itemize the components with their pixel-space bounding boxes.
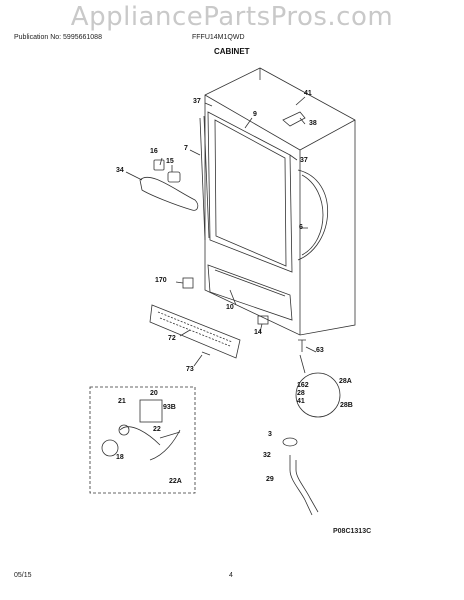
section-title: CABINET [214, 47, 250, 56]
drain-cap [282, 437, 298, 447]
callout-63: 63 [316, 347, 324, 354]
callout-28B: 28B [340, 402, 353, 409]
callout-10: 10 [226, 304, 234, 311]
screw-63 [298, 339, 306, 352]
callout-9: 9 [253, 111, 257, 118]
light-socket [167, 171, 181, 183]
callout-41: 41 [304, 90, 312, 97]
callout-18: 18 [116, 454, 124, 461]
callout-38: 38 [309, 120, 317, 127]
kick-plate [149, 304, 241, 359]
publication-number: Publication No: 5995661088 [14, 34, 102, 41]
callout-22: 22 [153, 426, 161, 433]
hinge [282, 111, 306, 127]
callout-37-top: 37 [193, 98, 201, 105]
model-number: FFFU14M1QWD [192, 34, 245, 41]
drain-tube [289, 455, 319, 516]
diagram-code: P08C1313C [333, 528, 372, 535]
handle [139, 176, 199, 211]
callout-22A: 22A [169, 478, 182, 485]
callout-28A: 28A [339, 378, 352, 385]
callout-20: 20 [150, 390, 158, 397]
callout-7: 7 [184, 145, 188, 152]
part-73 [201, 351, 211, 356]
callout-21: 21 [118, 398, 126, 405]
callout-16: 16 [150, 148, 158, 155]
callout-6: 6 [299, 224, 303, 231]
callout-3: 3 [268, 431, 272, 438]
door-frame [207, 111, 293, 273]
footer-page: 4 [229, 572, 233, 579]
watermark: AppliancePartsPros.com [70, 2, 394, 32]
callout-32: 32 [263, 452, 271, 459]
callout-29: 29 [266, 476, 274, 483]
callout-73: 73 [186, 366, 194, 373]
callout-162: 162 [297, 382, 309, 389]
callout-15: 15 [166, 158, 174, 165]
callout-14: 14 [254, 329, 262, 336]
inset-circle [295, 372, 341, 418]
callout-72: 72 [168, 335, 176, 342]
callout-37-right: 37 [300, 157, 308, 164]
part-14 [257, 315, 269, 325]
callout-41-inset: 41 [297, 398, 305, 405]
cabinet-base [207, 264, 293, 321]
light-switch [153, 159, 165, 171]
callout-28: 28 [297, 390, 305, 397]
callout-170: 170 [155, 277, 167, 284]
inset-dashed-box [89, 386, 196, 494]
footer-date: 05/15 [14, 572, 32, 579]
callout-34: 34 [116, 167, 124, 174]
liner-panel [297, 169, 328, 261]
part-170 [182, 277, 194, 289]
callout-93B: 93B [163, 404, 176, 411]
